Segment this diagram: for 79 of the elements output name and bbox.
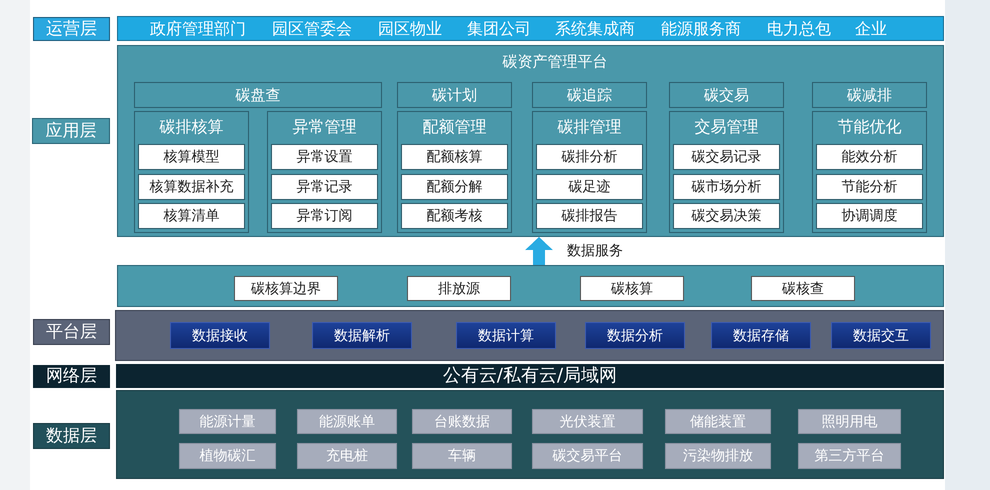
stakeholder-label: 企业 xyxy=(855,20,887,38)
service-box: 碳核算边界 xyxy=(234,276,338,301)
network-band: 公有云/私有云/局域网 xyxy=(116,364,944,388)
data-source-box: 能源账单 xyxy=(297,409,397,434)
data-source-box: 储能装置 xyxy=(665,409,771,434)
data-source-box: 光伏装置 xyxy=(532,409,643,434)
submodule-title: 节能优化 xyxy=(838,118,902,136)
edge-label: 数据服务 xyxy=(565,242,625,260)
function-box: 碳排分析 xyxy=(536,144,643,170)
service-box: 碳核算 xyxy=(580,276,684,301)
function-box: 异常设置 xyxy=(271,144,378,170)
service-box: 排放源 xyxy=(407,276,511,301)
data-source-box: 充电桩 xyxy=(297,443,397,469)
processing-box: 数据计算 xyxy=(456,322,556,349)
function-box: 碳交易决策 xyxy=(673,203,780,229)
module-header: 碳盘查 xyxy=(134,82,382,108)
layer-label: 平台层 xyxy=(33,319,110,345)
data-source-box: 污染物排放 xyxy=(665,443,771,469)
data-source-box: 台账数据 xyxy=(412,409,512,434)
function-box: 碳足迹 xyxy=(536,174,643,200)
data-source-box: 碳交易平台 xyxy=(532,443,643,469)
data-flow-arrow xyxy=(525,237,553,265)
submodule-panel xyxy=(267,111,382,233)
processing-band xyxy=(115,310,944,361)
stakeholder-label: 集团公司 xyxy=(467,20,531,38)
stakeholder-label: 园区物业 xyxy=(378,20,442,38)
data-source-box: 植物碳汇 xyxy=(179,443,276,469)
function-box: 协调调度 xyxy=(816,203,923,229)
function-box: 核算数据补充 xyxy=(138,174,245,200)
submodule-panel xyxy=(669,111,784,233)
submodule-title: 交易管理 xyxy=(694,118,758,136)
platform-panel xyxy=(117,45,944,237)
module-header: 碳追踪 xyxy=(532,82,647,108)
data-source-box: 车辆 xyxy=(412,443,512,469)
layer-label: 数据层 xyxy=(33,423,110,449)
function-box: 碳交易记录 xyxy=(673,144,780,170)
function-box: 异常订阅 xyxy=(271,203,378,229)
function-box: 配额考核 xyxy=(401,203,508,229)
function-box: 碳排报告 xyxy=(536,203,643,229)
stakeholder-label: 电力总包 xyxy=(767,20,831,38)
processing-box: 数据解析 xyxy=(312,322,412,349)
function-box: 能效分析 xyxy=(816,144,923,170)
function-box: 核算清单 xyxy=(138,203,245,229)
platform-title: 碳资产管理平台 xyxy=(502,53,608,71)
data-source-band xyxy=(116,390,944,479)
data-source-box: 第三方平台 xyxy=(798,443,901,469)
module-header: 碳计划 xyxy=(397,82,512,108)
processing-box: 数据交互 xyxy=(831,322,931,349)
module-header: 碳减排 xyxy=(812,82,927,108)
service-box: 碳核查 xyxy=(751,276,855,301)
stakeholder-label: 园区管委会 xyxy=(272,20,352,38)
stakeholder-label: 政府管理部门 xyxy=(150,20,246,38)
submodule-panel xyxy=(134,111,249,233)
submodule-title: 碳排核算 xyxy=(160,118,224,136)
function-box: 核算模型 xyxy=(138,144,245,170)
processing-box: 数据分析 xyxy=(585,322,685,349)
processing-box: 数据接收 xyxy=(170,322,270,349)
stakeholder-label: 系统集成商 xyxy=(555,20,635,38)
data-source-box: 照明用电 xyxy=(798,409,901,434)
submodule-panel xyxy=(812,111,927,233)
submodule-panel xyxy=(397,111,512,233)
layer-label: 应用层 xyxy=(32,118,110,144)
submodule-title: 配额管理 xyxy=(422,118,486,136)
layer-label: 网络层 xyxy=(33,365,110,388)
stakeholder-band xyxy=(117,16,944,41)
function-box: 配额分解 xyxy=(401,174,508,200)
data-source-box: 能源计量 xyxy=(179,409,276,434)
module-header: 碳交易 xyxy=(669,82,784,108)
function-box: 配额核算 xyxy=(401,144,508,170)
service-band xyxy=(117,265,944,307)
function-box: 碳市场分析 xyxy=(673,174,780,200)
function-box: 异常记录 xyxy=(271,174,378,200)
layer-label: 运营层 xyxy=(33,17,110,41)
submodule-title: 碳排管理 xyxy=(558,118,622,136)
stakeholder-label: 能源服务商 xyxy=(661,20,741,38)
processing-box: 数据存储 xyxy=(711,322,811,349)
submodule-title: 异常管理 xyxy=(292,118,356,136)
function-box: 节能分析 xyxy=(816,174,923,200)
submodule-panel xyxy=(532,111,647,233)
